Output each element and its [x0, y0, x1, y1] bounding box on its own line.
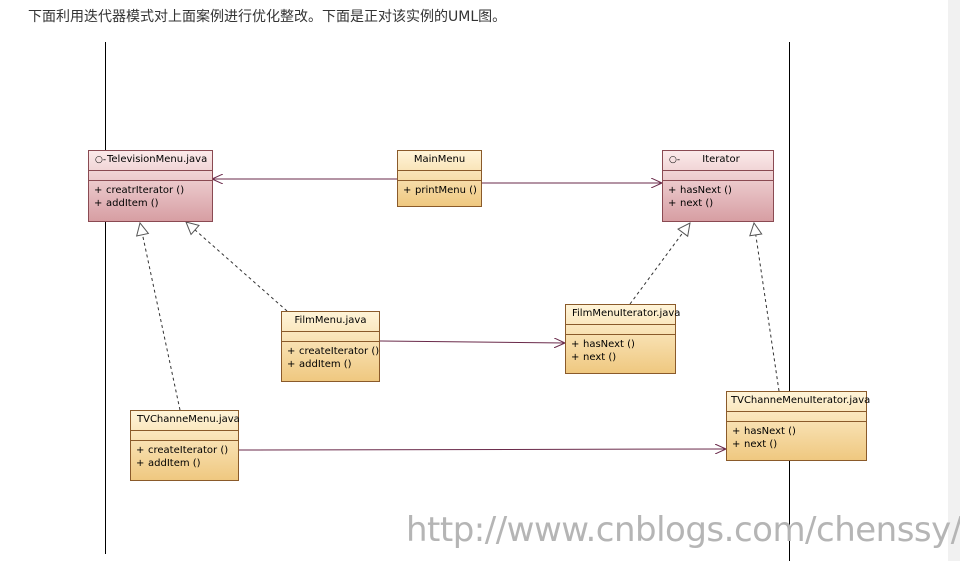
class-name: Iterator: [702, 154, 740, 165]
operation: createIterator (): [299, 346, 380, 357]
operation: addItem (): [148, 458, 201, 469]
operation: hasNext (): [680, 185, 732, 196]
interface-icon: ○-: [669, 155, 681, 165]
class-name: FilmMenuIterator.java: [572, 308, 681, 319]
class-television-menu[interactable]: ○-TelevisionMenu.java +creatrIterator ()…: [88, 150, 213, 222]
operation: addItem (): [299, 359, 352, 370]
class-name: TelevisionMenu.java: [107, 154, 208, 165]
assoc-tvmenu-tviterator: [238, 449, 726, 450]
class-tv-channe-menu-iterator[interactable]: TVChanneMenuIterator.java +hasNext () +n…: [726, 391, 871, 461]
operation: printMenu (): [415, 185, 477, 196]
operation: creatrIterator (): [106, 185, 185, 196]
class-film-menu-iterator[interactable]: FilmMenuIterator.java +hasNext () +next …: [565, 304, 680, 374]
intro-text: 下面利用迭代器模式对上面案例进行优化整改。下面是正对该实例的UML图。: [28, 9, 507, 25]
realize-tvmenu: [140, 223, 181, 411]
class-main-menu[interactable]: MainMenu +printMenu (): [397, 150, 482, 207]
class-tv-channe-menu[interactable]: TVChanneMenu.java +createIterator () +ad…: [130, 410, 240, 481]
class-name: MainMenu: [413, 154, 466, 165]
operation: hasNext (): [744, 426, 796, 437]
watermark-url: http://www.cnblogs.com/chenssy/: [406, 510, 960, 550]
class-name: TVChanneMenu.java: [137, 414, 240, 425]
class-name: TVChanneMenuIterator.java: [731, 395, 871, 406]
operation: next (): [680, 198, 714, 209]
frame-right-line: [789, 42, 790, 561]
class-film-menu[interactable]: FilmMenu.java +createIterator () +addIte…: [281, 311, 380, 382]
page-gutter: [948, 0, 960, 561]
operation: createIterator (): [148, 445, 229, 456]
realize-filmmenu: [186, 222, 288, 312]
operation: hasNext (): [583, 339, 635, 350]
realize-tviterator: [754, 223, 780, 392]
class-name: FilmMenu.java: [294, 315, 367, 326]
assoc-filmmenu-filmiterator: [379, 341, 565, 343]
operation: next (): [583, 352, 617, 363]
class-iterator[interactable]: ○-Iterator +hasNext () +next (): [662, 150, 774, 222]
operation: next (): [744, 439, 778, 450]
realize-filmiterator: [629, 223, 690, 305]
interface-icon: ○-: [95, 155, 107, 165]
operation: addItem (): [106, 198, 159, 209]
frame-left-line: [105, 42, 106, 554]
